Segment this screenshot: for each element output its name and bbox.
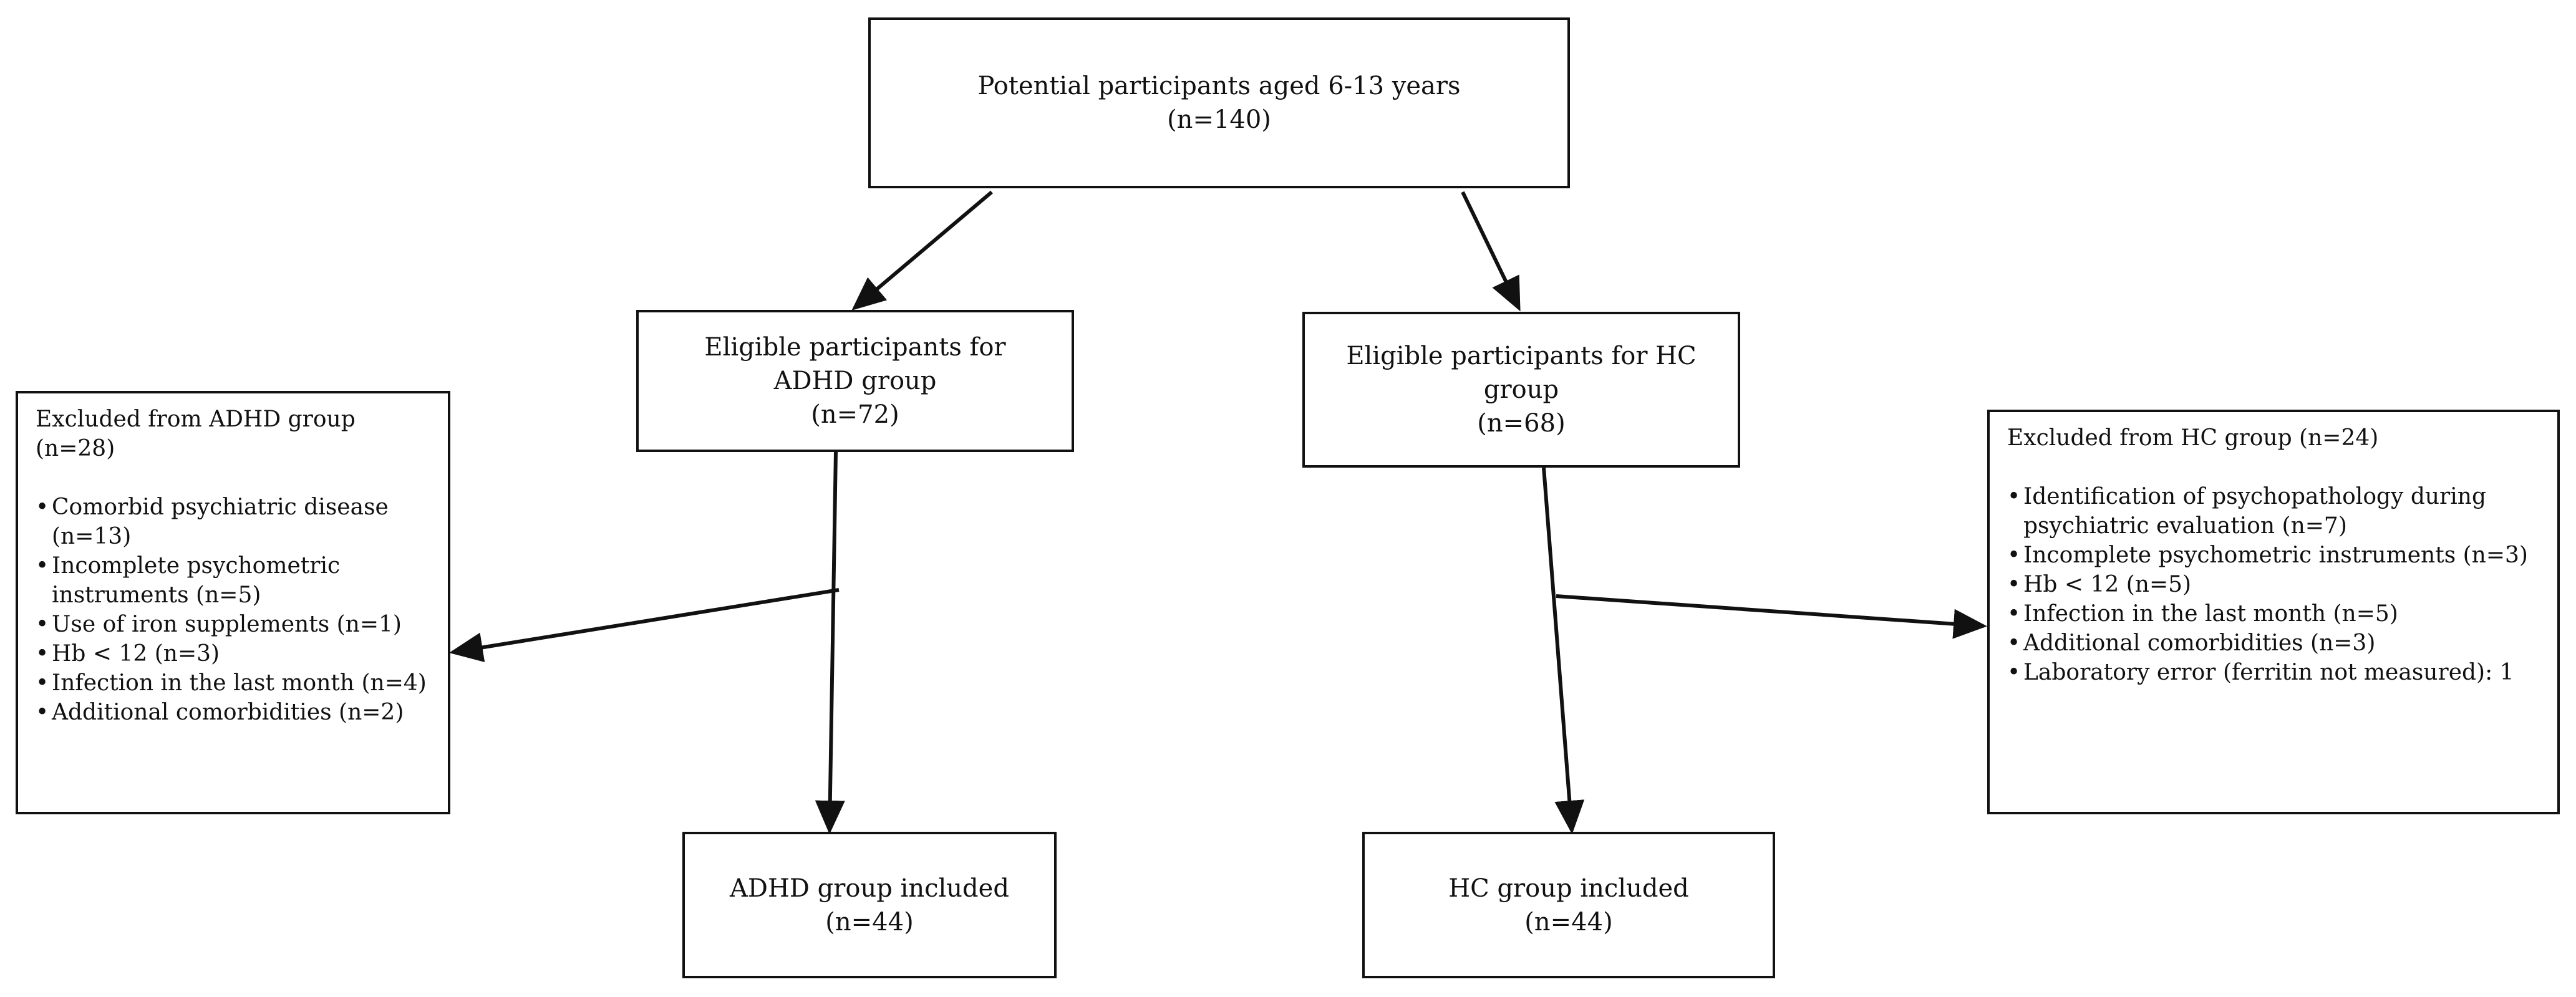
excluded-adhd-reason: Infection in the last month (n=4) [36, 668, 430, 698]
excluded-adhd-reason: Incomplete psychometric instruments (n=5… [36, 551, 430, 610]
node-included-adhd: ADHD group included (n=44) [682, 832, 1057, 978]
excluded-adhd-heading: Excluded from ADHD group [36, 407, 356, 432]
excluded-hc-reason: Identification of psychopathology during… [2007, 482, 2540, 541]
node-excluded-hc: Excluded from HC group (n=24) Identifica… [1987, 410, 2560, 814]
excluded-hc-reason: Laboratory error (ferritin not measured)… [2007, 658, 2540, 687]
node-eligible-adhd-line2: ADHD group [773, 367, 937, 395]
arrow-eligible-hc-to-excluded [1556, 594, 1987, 639]
excluded-hc-reason: Infection in the last month (n=5) [2007, 599, 2540, 629]
node-potential-count: (n=140) [1167, 105, 1271, 134]
excluded-adhd-reason: Use of iron supplements (n=1) [36, 610, 430, 639]
excluded-adhd-reason: Additional comorbidities (n=2) [36, 698, 430, 727]
excluded-adhd-reason-list: Comorbid psychiatric disease (n=13) Inco… [36, 493, 430, 727]
excluded-hc-reason: Incomplete psychometric instruments (n=3… [2007, 541, 2540, 570]
node-eligible-adhd: Eligible participants for ADHD group (n=… [636, 310, 1074, 452]
node-eligible-hc: Eligible participants for HC group (n=68… [1302, 312, 1740, 468]
excluded-adhd-spacer [36, 463, 430, 493]
node-excluded-adhd: Excluded from ADHD group (n=28) Comorbid… [16, 391, 450, 814]
excluded-hc-reason: Additional comorbidities (n=3) [2007, 629, 2540, 658]
node-eligible-hc-count: (n=68) [1477, 409, 1566, 438]
excluded-adhd-reason: Hb < 12 (n=3) [36, 639, 430, 668]
node-eligible-hc-line2: group [1483, 375, 1559, 404]
node-eligible-adhd-count: (n=72) [811, 400, 899, 429]
excluded-hc-reason: Hb < 12 (n=5) [2007, 570, 2540, 599]
excluded-hc-reason-list: Identification of psychopathology during… [2007, 482, 2540, 687]
node-potential-participants: Potential participants aged 6-13 years (… [868, 17, 1570, 188]
arrow-potential-to-eligible-hc [1461, 191, 1521, 312]
node-included-hc-title: HC group included [1448, 874, 1689, 903]
excluded-hc-heading: Excluded from HC group (n=24) [2007, 425, 2379, 451]
node-included-hc-count: (n=44) [1524, 907, 1613, 937]
node-eligible-adhd-line1: Eligible participants for [704, 333, 1006, 362]
excluded-adhd-count: (n=28) [36, 436, 115, 461]
node-included-adhd-count: (n=44) [825, 907, 914, 937]
node-eligible-hc-line1: Eligible participants for HC [1346, 342, 1697, 370]
arrow-eligible-hc-to-included [1542, 467, 1585, 834]
node-included-adhd-title: ADHD group included [730, 874, 1009, 903]
arrow-potential-to-eligible-adhd [851, 190, 993, 311]
node-included-hc: HC group included (n=44) [1362, 832, 1775, 978]
excluded-adhd-reason: Comorbid psychiatric disease (n=13) [36, 493, 430, 551]
arrow-eligible-adhd-to-excluded [449, 588, 840, 663]
arrow-eligible-adhd-to-included [815, 451, 845, 834]
node-potential-title: Potential participants aged 6-13 years [977, 72, 1461, 100]
excluded-hc-spacer [2007, 453, 2540, 482]
